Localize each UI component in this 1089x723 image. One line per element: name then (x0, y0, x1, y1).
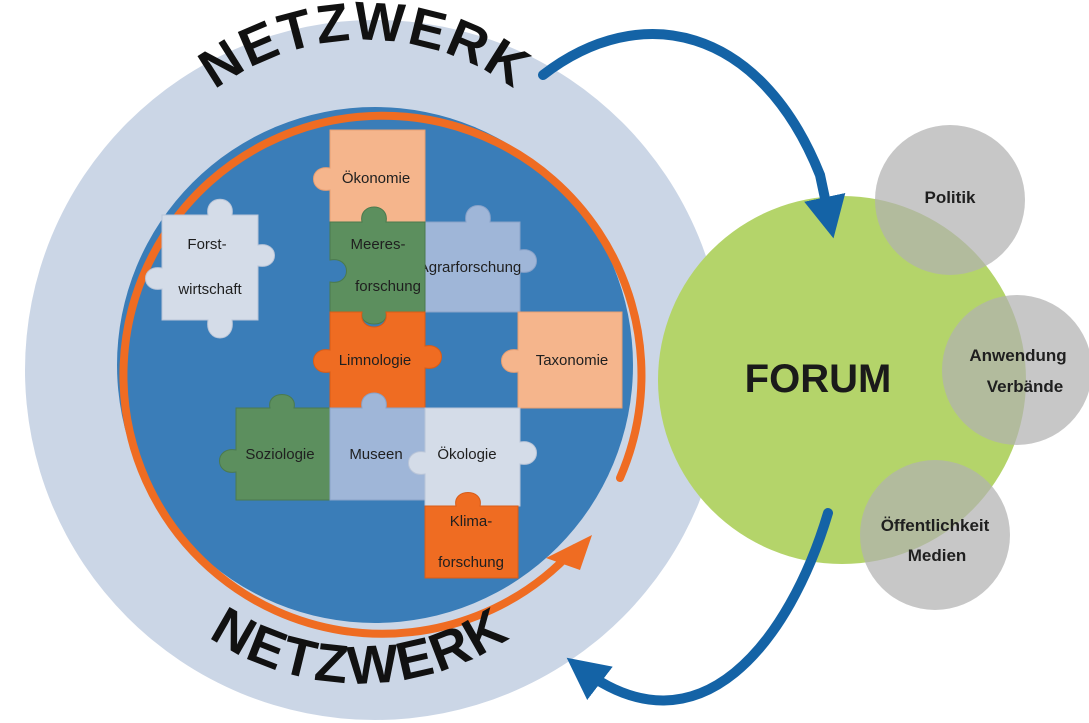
puzzle-piece-taxonomie: Taxonomie (501, 311, 623, 409)
piece-label: Museen (349, 446, 402, 463)
piece-label: wirtschaft (177, 281, 242, 298)
satellite-anwendung-verbaende: Anwendung Verbände (942, 295, 1089, 445)
satellite-politik: Politik (875, 125, 1025, 275)
puzzle-piece-forstwirtschaft: Forst- wirtschaft (145, 198, 275, 339)
satellite-label: Verbände (987, 377, 1064, 396)
puzzle-piece-agrarforschung: Agrarforschung (419, 205, 537, 313)
puzzle-piece-limnologie: Limnologie (313, 311, 442, 409)
piece-label: Limnologie (339, 352, 412, 369)
piece-label: Ökonomie (342, 169, 410, 187)
piece-label: forschung (438, 554, 504, 571)
satellite-label: Anwendung (969, 346, 1066, 365)
piece-label: Soziologie (245, 446, 314, 463)
puzzle-piece-soziologie: Soziologie (219, 394, 331, 501)
satellite-label: Medien (908, 546, 967, 565)
piece-label: Taxonomie (536, 352, 609, 369)
piece-label: Meeres- (350, 236, 405, 253)
satellite-oeffentlichkeit-medien: Öffentlichkeit Medien (860, 460, 1010, 610)
puzzle-piece-museen: Museen (329, 392, 426, 501)
orange-arrow-head (546, 535, 592, 570)
arrow-network-to-forum (538, 29, 846, 239)
piece-label: forschung (355, 278, 421, 295)
forum-title: FORUM (745, 357, 892, 401)
satellite-label: Öffentlichkeit (881, 516, 990, 535)
piece-label: Ökologie (437, 445, 496, 463)
puzzle-piece-meeresforschung: Meeres- forschung (329, 206, 426, 325)
piece-label: Klima- (450, 513, 493, 530)
satellite-label: Politik (924, 188, 976, 207)
arrow-forum-to-network (566, 508, 833, 706)
piece-label: Agrarforschung (419, 259, 522, 276)
piece-label: Forst- (187, 236, 226, 253)
puzzle-piece-klimaforschung: Klima- forschung (424, 492, 519, 579)
puzzle-piece-oekologie: Ökologie (408, 407, 537, 507)
